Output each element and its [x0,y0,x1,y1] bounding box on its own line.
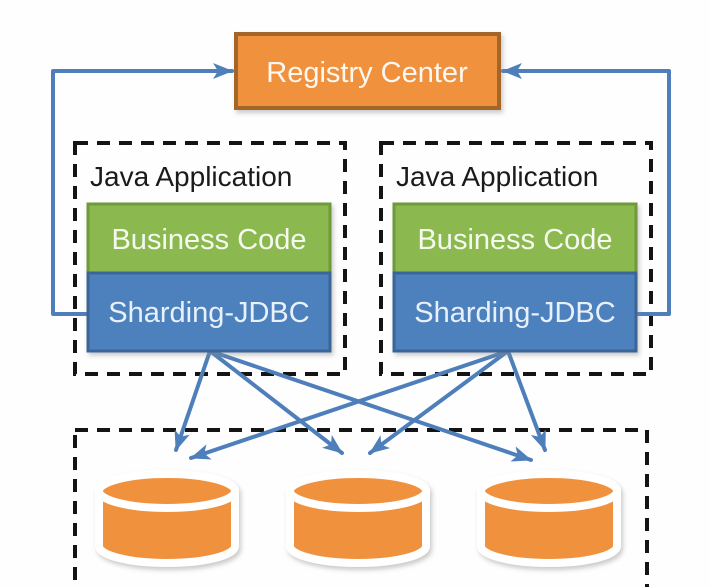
database-cylinder-icon-2 [286,470,430,567]
registry-center-node: Registry Center [234,32,501,110]
arrow-app1-to-db2 [208,349,344,455]
connector-app1-to-registry [51,63,234,316]
registry-center-label: Registry Center [266,57,468,89]
app-2-container [379,141,653,376]
database-cluster-container [73,428,649,587]
app-1-sharding-jdbc-label: Sharding-JDBC [108,297,309,329]
app-2-title: Java Application [396,161,598,192]
database-cylinder-icon-1 [95,470,239,567]
arrow-app2-to-db3 [506,349,547,452]
arrow-app1-to-db3 [208,349,533,462]
arrow-app1-to-db1 [174,349,212,452]
app-1-node: Java Application Business Code Sharding-… [86,161,332,353]
app-2-business-code-label: Business Code [417,224,612,256]
database-cylinder-icon-3 [477,470,621,567]
connector-app2-to-registry [501,63,671,316]
app-2-sharding-jdbc-label: Sharding-JDBC [414,297,615,329]
app-1-container [73,141,347,376]
arrow-app2-to-db2 [368,349,510,455]
app-1-title: Java Application [90,161,292,192]
app-1-business-code-label: Business Code [111,224,306,256]
arrow-app2-to-db1 [189,349,510,460]
app-2-node: Java Application Business Code Sharding-… [392,161,638,353]
